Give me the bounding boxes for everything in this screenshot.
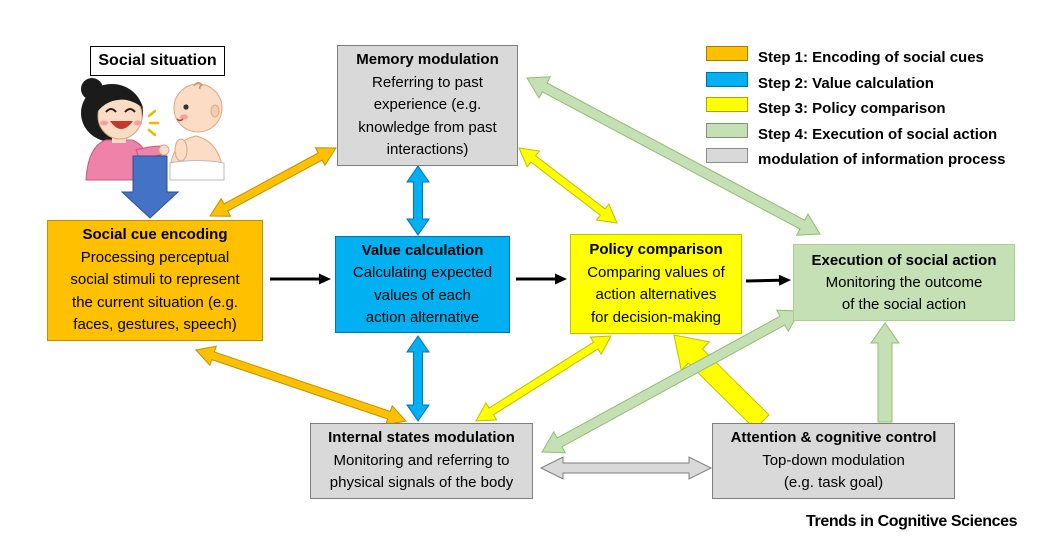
arrow-policy-to-execution	[746, 274, 791, 286]
node-title: Value calculation	[361, 241, 484, 259]
mother-cheek-left	[100, 120, 108, 126]
sparkle-icon	[147, 109, 160, 137]
arrow-encoding-internal-states	[195, 345, 407, 426]
arrow-memory-value	[406, 165, 430, 236]
arrow-internal-states-attention	[539, 456, 713, 480]
legend: Step 1: Encoding of social cues Step 2: …	[706, 45, 1006, 173]
node-text-line: (e.g. task goal)	[783, 474, 884, 492]
sparkle-line	[147, 128, 157, 137]
arrow-value-to-policy	[516, 273, 567, 285]
value-calculation-node: Value calculation Calculating expected v…	[335, 236, 510, 333]
node-title: Social cue encoding	[82, 226, 228, 244]
node-text-line: Comparing values of	[587, 263, 725, 281]
legend-swatch	[706, 122, 748, 138]
baby-cheek	[180, 114, 188, 120]
social-cue-encoding-node: Social cue encoding Processing perceptua…	[47, 220, 263, 341]
node-text-line: Top-down modulation	[762, 451, 905, 469]
legend-label: Step 3: Policy comparison	[758, 100, 946, 118]
policy-comparison-node: Policy comparison Comparing values of ac…	[570, 234, 742, 334]
node-text-line: action alternatives	[595, 286, 717, 303]
node-text-line: faces, gestures, speech)	[73, 316, 237, 334]
node-text-line: experience (e.g.	[373, 96, 482, 114]
mother-icon	[81, 78, 170, 181]
node-text-line: Monitoring and referring to	[333, 451, 510, 469]
arrow-memory-policy	[518, 147, 618, 224]
memory-modulation-node: Memory modulation Referring to past expe…	[337, 45, 518, 166]
node-text-line: social stimuli to represent	[70, 271, 240, 289]
baby-diaper	[169, 160, 225, 181]
node-title: Memory modulation	[356, 51, 499, 69]
legend-label: Step 1: Encoding of social cues	[758, 49, 984, 67]
attention-cognitive-control-node: Attention & cognitive control Top-down m…	[712, 423, 955, 499]
social-situation-label: Social situation	[90, 46, 225, 76]
arrow-situation-to-encoding	[120, 155, 180, 219]
baby-head	[173, 83, 223, 133]
baby-mouth	[176, 118, 184, 122]
sparkle-line	[147, 109, 157, 118]
node-text-line: physical signals of the body	[329, 474, 514, 492]
arrow-policy-internal-states	[475, 335, 612, 422]
legend-item-step4: Step 4: Execution of social action	[706, 122, 1006, 148]
baby-hair-curl	[193, 82, 204, 90]
node-text-line: the current situation (e.g.	[72, 293, 238, 311]
node-text-line: knowledge from past	[358, 118, 497, 136]
arrow-encoding-memory	[209, 147, 337, 217]
legend-item-step3: Step 3: Policy comparison	[706, 96, 1006, 122]
node-text-line: Monitoring the outcome	[825, 273, 983, 291]
legend-item-step2: Step 2: Value calculation	[706, 71, 1006, 97]
arrow-encoding-to-value	[270, 273, 331, 285]
internal-states-modulation-node: Internal states modulation Monitoring an…	[310, 423, 533, 499]
node-text-line: interactions)	[386, 141, 469, 159]
node-text-line: action alternative	[365, 309, 480, 326]
mother-hair-bun	[81, 78, 103, 100]
node-text-line: for decision-making	[590, 308, 722, 326]
node-title: Execution of social action	[811, 251, 997, 269]
execution-of-social-action-node: Execution of social action Monitoring th…	[793, 244, 1015, 321]
node-text-line: Processing perceptual	[80, 248, 230, 266]
legend-swatch	[706, 97, 748, 113]
arrow-value-internal-states	[406, 335, 430, 422]
arrow-attention-to-execution	[870, 322, 900, 423]
mother-cheek-right	[134, 120, 142, 126]
node-title: Internal states modulation	[328, 429, 515, 447]
legend-label: Step 4: Execution of social action	[758, 125, 998, 143]
publisher-mark: Trends in Cognitive Sciences	[806, 513, 1018, 530]
mother-bangs	[97, 91, 143, 112]
mother-mouth	[110, 121, 133, 129]
baby-ear	[210, 104, 220, 118]
legend-swatch	[706, 148, 748, 164]
mother-eye-right	[124, 108, 136, 113]
legend-item-step1: Step 1: Encoding of social cues	[706, 45, 1006, 71]
mother-hand	[158, 144, 170, 156]
arrow-memory-execution	[526, 76, 821, 236]
baby-eye	[183, 104, 189, 110]
node-title: Policy comparison	[589, 241, 723, 258]
legend-label: Step 2: Value calculation	[758, 74, 934, 92]
social-situation-illustration	[81, 78, 225, 181]
arrow-attention-to-policy	[673, 334, 770, 430]
node-text-line: of the social action	[841, 295, 967, 313]
legend-label: modulation of information process	[758, 151, 1006, 169]
node-title: Attention & cognitive control	[730, 429, 937, 447]
baby-icon	[169, 82, 225, 181]
legend-item-modulation: modulation of information process	[706, 147, 1006, 173]
baby-arm	[174, 138, 188, 162]
node-text-line: Referring to past	[372, 73, 483, 91]
mother-eye-left	[105, 108, 117, 113]
legend-swatch	[706, 71, 748, 87]
legend-swatch	[706, 46, 748, 62]
node-text-line: values of each	[374, 286, 471, 304]
node-text-line: Calculating expected	[352, 264, 493, 281]
arrow-layer	[120, 76, 900, 480]
